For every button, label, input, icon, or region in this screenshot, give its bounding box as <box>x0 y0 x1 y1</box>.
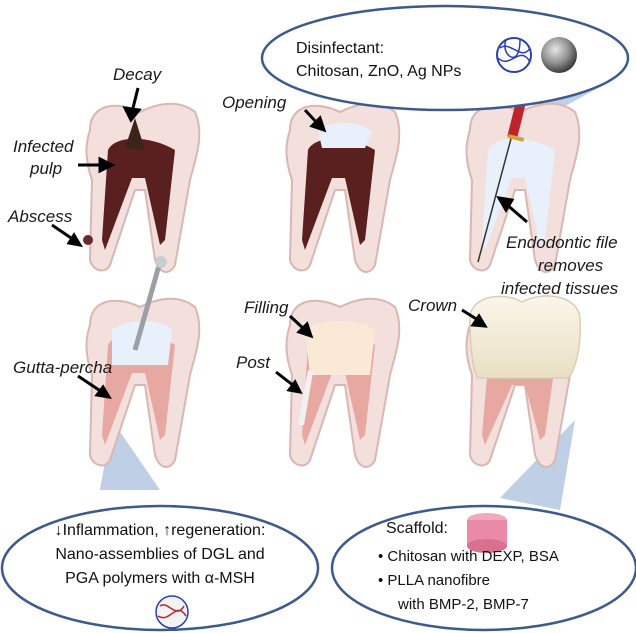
nano-assembly-icon <box>156 596 188 628</box>
inflammation-line-2: Nano-assemblies of DGL and <box>10 544 310 565</box>
tooth-filling <box>286 299 399 467</box>
label-infected-pulp-1: Infected <box>13 136 74 157</box>
label-post: Post <box>236 352 270 373</box>
label-opening: Opening <box>222 92 286 113</box>
label-endo-file-3: infected tissues <box>501 278 618 299</box>
disinfectant-items: Chitosan, ZnO, Ag NPs <box>296 61 461 82</box>
tooth-opened <box>286 104 399 272</box>
tooth-decayed <box>83 104 199 272</box>
inflammation-line-1: ↓Inflammation, ↑regeneration: <box>10 520 310 541</box>
label-crown: Crown <box>408 295 457 316</box>
scaffold-item-1: • Chitosan with DEXP, BSA <box>378 546 559 567</box>
scaffold-item-2: • PLLA nanofibre <box>378 570 490 591</box>
label-filling: Filling <box>244 297 288 318</box>
scaffold-item-3: with BMP-2, BMP-7 <box>398 594 529 615</box>
inflammation-line-3: PGA polymers with α-MSH <box>10 568 310 589</box>
arrow-abscess <box>52 225 80 245</box>
label-abscess: Abscess <box>8 206 72 227</box>
label-endo-file-1: Endodontic file <box>506 232 618 253</box>
metal-nanoparticle-icon <box>541 37 577 73</box>
label-gutta-percha: Gutta-percha <box>13 357 112 378</box>
disinfectant-title: Disinfectant: <box>296 38 384 59</box>
label-endo-file-2: removes <box>538 255 603 276</box>
label-infected-pulp-2: pulp <box>30 158 62 179</box>
scaffold-title: Scaffold: <box>386 518 448 539</box>
label-decay: Decay <box>113 64 161 85</box>
